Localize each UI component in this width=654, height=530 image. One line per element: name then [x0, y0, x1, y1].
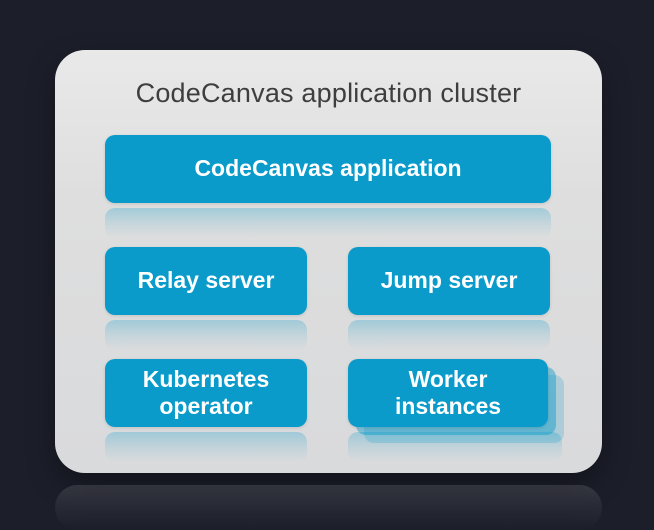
node-reflection — [348, 432, 562, 462]
node-jump-server: Jump server — [348, 247, 550, 315]
node-reflection — [105, 208, 551, 238]
node-codecanvas-application: CodeCanvas application — [105, 135, 551, 203]
node-relay-server: Relay server — [105, 247, 307, 315]
node-reflection — [348, 320, 550, 350]
cluster-container: CodeCanvas application cluster CodeCanva… — [55, 50, 602, 473]
cluster-reflection — [55, 485, 602, 530]
node-worker-instances: Worker instances — [348, 359, 548, 427]
node-reflection — [105, 432, 307, 462]
cluster-title: CodeCanvas application cluster — [135, 78, 522, 108]
node-reflection — [105, 320, 307, 350]
node-kubernetes-operator: Kubernetes operator — [105, 359, 307, 427]
